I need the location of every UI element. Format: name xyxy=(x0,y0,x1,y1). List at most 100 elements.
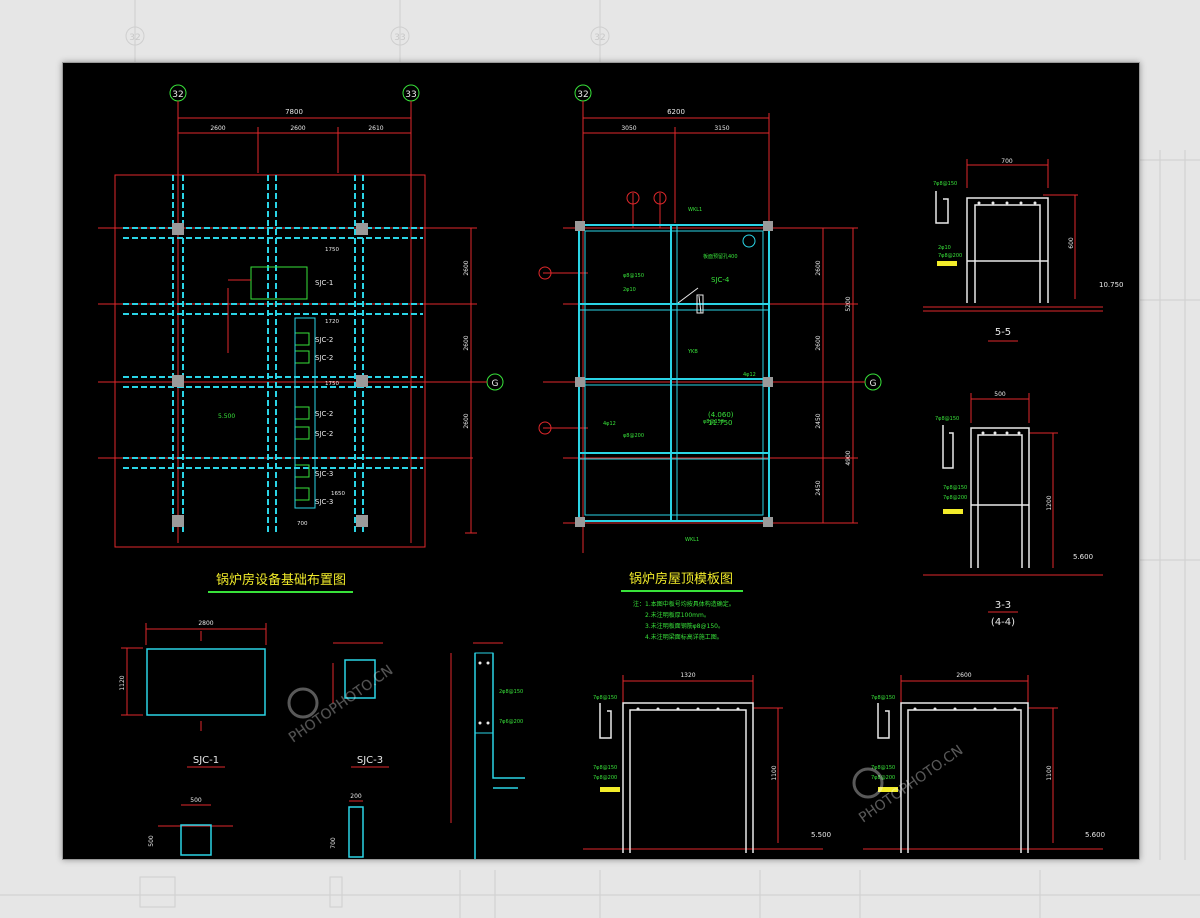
roof-dim-right-total: 5200 xyxy=(845,296,852,311)
s33-elevation: 5.600 xyxy=(1073,553,1093,561)
svg-text:7φ8@150: 7φ8@150 xyxy=(593,695,617,701)
sjc-1-pad xyxy=(250,266,308,300)
dim-total: 7800 xyxy=(285,108,303,116)
svg-text:板面预留孔400: 板面预留孔400 xyxy=(703,253,738,260)
smid-height: 1100 xyxy=(771,765,778,780)
bg-axis-label: 32 xyxy=(129,33,140,43)
s55-width: 700 xyxy=(1001,158,1013,165)
svg-text:2φ10: 2φ10 xyxy=(623,287,636,293)
foundation-plan-title: 锅炉房设备基础布置图 xyxy=(216,572,346,588)
roof-tag: SJC-4 xyxy=(711,276,730,284)
dim-right: 2600 xyxy=(463,260,470,275)
svg-text:7φ8@150: 7φ8@150 xyxy=(935,416,959,422)
detail-sjc-3: SJC-3 xyxy=(332,642,389,768)
s33-subtitle: (4-4) xyxy=(991,617,1015,628)
sright-elevation: 5.600 xyxy=(1085,831,1105,839)
elevation-mark: 5.500 xyxy=(218,413,235,420)
roof-dim-right-total: 4900 xyxy=(845,450,852,465)
svg-text:7φ8@150: 7φ8@150 xyxy=(593,765,617,771)
axis-label-g: G xyxy=(492,379,499,389)
small-dim: 500 xyxy=(190,797,202,804)
sjc-label: SJC-2 xyxy=(315,430,333,438)
section-3-3: 500 1200 7φ8@150 7φ8@150 7φ8@200 5.600 3-3… xyxy=(923,391,1103,628)
svg-text:φ8@150: φ8@150 xyxy=(703,419,724,425)
inner-dim: 1750 xyxy=(325,381,339,387)
roof-note: 2.未注明板厚100mm。 xyxy=(645,611,710,619)
axis-label-32: 32 xyxy=(172,90,183,100)
svg-text:7φ8@200: 7φ8@200 xyxy=(871,775,895,781)
detail-small: 500 500 200 700 xyxy=(148,793,364,858)
inner-dim: 1650 xyxy=(331,491,345,497)
sjc-label: SJC-2 xyxy=(315,336,333,344)
watermark-text: PHOTOPHOTO.CN xyxy=(856,742,966,826)
svg-text:7φ8@200: 7φ8@200 xyxy=(943,495,967,501)
svg-text:YKB: YKB xyxy=(687,349,698,355)
dim-right: 2600 xyxy=(463,413,470,428)
svg-text:7φ8@200: 7φ8@200 xyxy=(938,253,962,259)
axis-label-33: 33 xyxy=(405,90,416,100)
svg-text:φ8@200: φ8@200 xyxy=(623,433,644,439)
bg-axis-label: 32 xyxy=(594,33,605,43)
roof-note: 注：1.本图中板号均按具体构造确定。 xyxy=(633,600,735,608)
smid-elevation: 5.500 xyxy=(811,831,831,839)
dim-segment: 2600 xyxy=(210,125,225,132)
svg-text:7φ8@150: 7φ8@150 xyxy=(871,695,895,701)
dim-segment: 2600 xyxy=(290,125,305,132)
column-section: 2φ8@150 7φ6@200 xyxy=(450,642,525,859)
roof-dim-total: 6200 xyxy=(667,108,685,116)
svg-text:WKL1: WKL1 xyxy=(685,537,699,543)
s55-elevation: 10.750 xyxy=(1099,281,1124,289)
roof-elevation: 11.750 xyxy=(708,419,733,427)
sjc-label: SJC-2 xyxy=(315,354,333,362)
roof-plan-title: 锅炉房屋顶模板图 xyxy=(629,571,733,587)
svg-text:2φ8@150: 2φ8@150 xyxy=(499,689,523,695)
smid-width: 1320 xyxy=(680,672,695,679)
inner-dim: 1750 xyxy=(325,247,339,253)
sright-width: 2600 xyxy=(956,672,971,679)
s55-height: 600 xyxy=(1068,237,1075,249)
s33-width: 500 xyxy=(994,391,1006,398)
svg-text:φ8@150: φ8@150 xyxy=(623,273,644,279)
section-mid: 1320 1100 7φ8@150 7φ8@150 7φ8@200 5.500 xyxy=(583,672,831,853)
sjc-label: SJC-2 xyxy=(315,410,333,418)
sjc-label: SJC-3 xyxy=(315,498,333,506)
sjc1-width: 2800 xyxy=(198,620,213,627)
s55-title: 5-5 xyxy=(995,327,1011,338)
foundation-plan: 32 33 G 7800 2600 2600 2610 xyxy=(98,84,504,593)
roof-dim-right: 2450 xyxy=(815,413,822,428)
axis-label-g-roof: G xyxy=(870,379,877,389)
inner-dim: 1720 xyxy=(325,319,339,325)
sjc-label: SJC-3 xyxy=(315,470,333,478)
svg-text:7φ8@150: 7φ8@150 xyxy=(933,181,957,187)
bg-axis-label: 33 xyxy=(394,33,405,43)
watermark: PHOTOPHOTO.CN PHOTOPHOTO.CN xyxy=(286,662,966,826)
svg-text:7φ8@200: 7φ8@200 xyxy=(593,775,617,781)
svg-text:7φ8@150: 7φ8@150 xyxy=(943,485,967,491)
sjc1-height: 1120 xyxy=(119,675,126,690)
roof-dim-right: 2600 xyxy=(815,335,822,350)
roof-elevation: (4.060) xyxy=(708,411,734,419)
small-dim: 700 xyxy=(330,837,337,849)
roof-note: 3.未注明板面钢筋φ8@150。 xyxy=(645,622,724,630)
roof-dim-right: 2600 xyxy=(815,260,822,275)
cad-sheet: 32 33 G 7800 2600 2600 2610 xyxy=(62,62,1140,860)
s33-title: 3-3 xyxy=(995,600,1011,611)
roof-dim-segment: 3150 xyxy=(714,125,729,132)
axis-label-32-roof: 32 xyxy=(577,90,588,100)
inner-dim: 700 xyxy=(297,521,308,527)
small-dim: 500 xyxy=(148,835,155,847)
small-dim: 200 xyxy=(350,793,362,800)
s33-height: 1200 xyxy=(1046,495,1053,510)
svg-text:7φ8@150: 7φ8@150 xyxy=(871,765,895,771)
sjc1-title: SJC-1 xyxy=(193,755,219,766)
sjc-label: SJC-1 xyxy=(315,279,333,287)
svg-text:4φ12: 4φ12 xyxy=(743,372,756,378)
sjc3-title: SJC-3 xyxy=(357,755,383,766)
svg-text:4φ12: 4φ12 xyxy=(603,421,616,427)
dim-segment: 2610 xyxy=(368,125,383,132)
svg-text:7φ6@200: 7φ6@200 xyxy=(499,719,523,725)
svg-text:WKL1: WKL1 xyxy=(688,207,702,213)
